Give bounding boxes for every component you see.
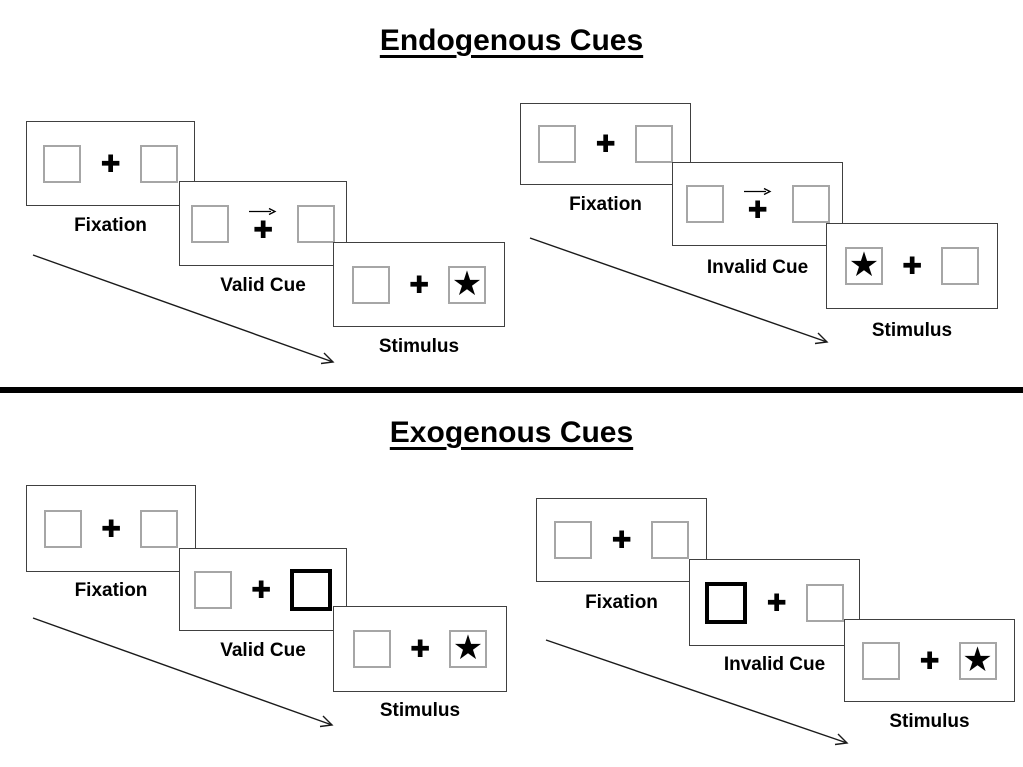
fixation-screen-panel: ✚ — [26, 121, 195, 206]
right-placeholder-box — [650, 521, 689, 559]
fixation-screen-panel: ✚ — [520, 103, 691, 185]
left-placeholder-box — [538, 125, 577, 163]
target-star-icon: ★ — [452, 628, 484, 668]
fixation-cross-icon: ✚ — [408, 270, 430, 299]
stimulus-screen-panel: ✚ ★ — [844, 619, 1015, 702]
panel-label-fixation: Fixation — [569, 194, 642, 215]
right-placeholder-box — [941, 247, 980, 285]
timeline-arrow — [529, 237, 829, 345]
fixation-cross-icon: ✚ — [747, 196, 768, 224]
cue-screen-panel: ✚ — [672, 162, 843, 246]
left-placeholder-box — [351, 265, 390, 304]
right-placeholder-box — [140, 509, 179, 548]
fixation-cross-icon: ✚ — [100, 149, 121, 178]
section-title-endogenous: Endogenous Cues — [0, 24, 1023, 58]
panel-label-stimulus: Stimulus — [889, 711, 970, 732]
stimulus-screen-panel: ★ ✚ — [826, 223, 998, 309]
cue-screen-panel: ✚ — [179, 181, 347, 266]
section-title-text: Endogenous Cues — [379, 24, 644, 57]
cue-screen-panel: ✚ — [179, 548, 347, 631]
left-placeholder-box — [685, 185, 724, 223]
left-placeholder-box — [191, 204, 229, 243]
target-star-icon: ★ — [962, 639, 993, 680]
panel-label-fixation: Fixation — [74, 580, 148, 601]
panel-label-invalid-cue: Invalid Cue — [706, 257, 809, 278]
panel-label-valid-cue: Valid Cue — [220, 640, 306, 661]
left-placeholder-box — [352, 630, 391, 668]
cue-cross-stack: ✚ — [743, 186, 773, 222]
timeline-arrow — [545, 639, 849, 746]
panel-label-fixation: Fixation — [74, 215, 147, 236]
right-arrow-cue-icon — [249, 207, 277, 215]
section-title-text: Exogenous Cues — [389, 416, 634, 449]
panel-label-stimulus: Stimulus — [871, 320, 953, 341]
fixation-cross-icon: ✚ — [409, 635, 431, 663]
right-placeholder-box — [805, 583, 844, 622]
left-placeholder-box — [554, 521, 593, 559]
fixation-cross-icon: ✚ — [919, 646, 940, 675]
right-placeholder-box — [634, 125, 673, 163]
right-target-box: ★ — [449, 628, 488, 668]
cue-cross-stack: ✚ — [248, 206, 278, 242]
left-placeholder-box — [43, 509, 82, 548]
target-star-icon: ★ — [451, 263, 483, 304]
panel-label-invalid-cue: Invalid Cue — [723, 654, 826, 675]
stimulus-screen-panel: ✚ ★ — [333, 242, 505, 327]
timeline-arrow — [32, 617, 334, 728]
panel-label-stimulus: Stimulus — [379, 700, 461, 721]
fixation-screen-panel: ✚ — [536, 498, 707, 582]
fixation-cross-icon: ✚ — [100, 514, 122, 543]
stimulus-screen-panel: ✚ ★ — [333, 606, 507, 692]
right-target-box: ★ — [448, 263, 487, 304]
left-placeholder-box — [193, 570, 232, 609]
fixation-screen-panel: ✚ — [26, 485, 196, 572]
panel-label-fixation: Fixation — [585, 592, 658, 613]
right-highlighted-cue-box — [290, 568, 333, 611]
right-placeholder-box — [139, 144, 178, 183]
fixation-cross-icon: ✚ — [611, 526, 632, 554]
fixation-cross-icon: ✚ — [766, 588, 787, 617]
right-placeholder-box — [791, 185, 830, 223]
fixation-cross-icon: ✚ — [252, 215, 274, 244]
fixation-cross-icon: ✚ — [901, 252, 923, 280]
left-target-box: ★ — [844, 245, 883, 285]
left-placeholder-box — [862, 641, 901, 680]
right-arrow-cue-icon — [743, 187, 771, 196]
target-star-icon: ★ — [848, 245, 880, 285]
left-highlighted-cue-box — [705, 581, 748, 624]
panel-label-stimulus: Stimulus — [378, 336, 460, 357]
section-title-exogenous: Exogenous Cues — [0, 416, 1023, 450]
section-divider — [0, 387, 1023, 393]
left-placeholder-box — [43, 144, 82, 183]
fixation-cross-icon: ✚ — [595, 130, 616, 158]
timeline-arrow — [32, 254, 335, 365]
cue-screen-panel: ✚ — [689, 559, 860, 646]
fixation-cross-icon: ✚ — [250, 575, 272, 604]
panel-label-valid-cue: Valid Cue — [220, 275, 306, 296]
right-target-box: ★ — [958, 639, 997, 680]
right-placeholder-box — [297, 204, 335, 243]
